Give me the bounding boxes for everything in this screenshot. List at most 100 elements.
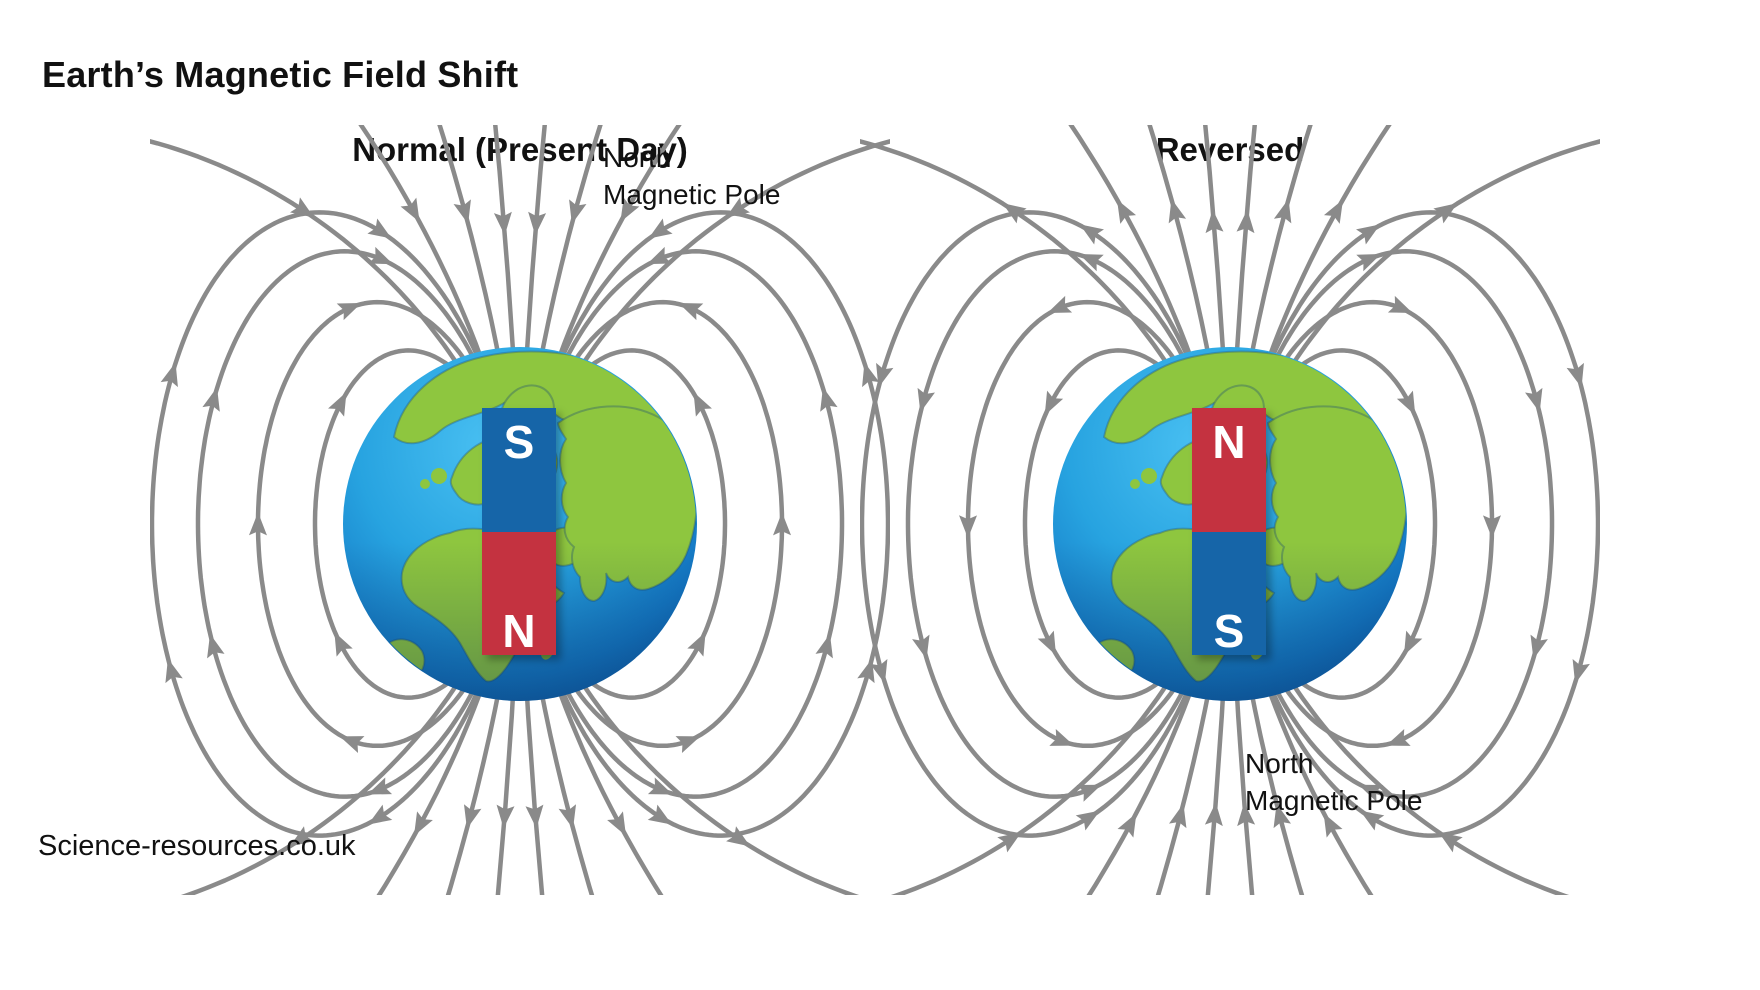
field-arrow	[1205, 209, 1224, 234]
field-arrow	[1356, 254, 1381, 272]
field-arrow	[336, 303, 362, 321]
field-arrow	[815, 633, 833, 659]
field-arrow	[558, 804, 577, 829]
field-arrow	[207, 633, 225, 659]
field-arrow	[1438, 832, 1463, 853]
pole-label-line1: North	[1245, 748, 1314, 779]
field-arrow	[160, 362, 178, 388]
field-arrow	[413, 811, 433, 836]
field-arrow	[1403, 630, 1423, 656]
field-arrow	[289, 826, 314, 847]
field-arrow	[1273, 803, 1292, 829]
field-arrow	[1323, 199, 1344, 224]
field-arrow	[870, 659, 888, 684]
magnet-top-pole-letter: S	[504, 416, 535, 468]
field-arrow	[400, 197, 420, 223]
field-arrow	[675, 736, 701, 753]
pole-label-line2: Magnetic Pole	[603, 179, 781, 210]
field-arrow	[862, 362, 880, 388]
north-magnetic-pole-label-reversed: North Magnetic Pole	[1245, 745, 1422, 819]
field-arrow	[620, 197, 640, 223]
field-arrow	[1433, 203, 1458, 224]
field-arrow	[1358, 784, 1384, 802]
field-arrow	[726, 826, 751, 847]
field-arrow	[1396, 390, 1416, 416]
field-arrow	[1387, 295, 1413, 313]
magnet-top-segment	[1192, 408, 1266, 532]
magnet-bottom-pole-letter: N	[502, 605, 535, 657]
field-arrow	[525, 804, 544, 829]
source-credit: Science-resources.co.uk	[38, 830, 356, 862]
field-arrow	[569, 199, 587, 224]
field-arrow	[857, 658, 875, 684]
field-arrow	[1079, 224, 1104, 245]
field-arrow	[912, 634, 930, 660]
field-arrow	[648, 218, 673, 239]
field-diagram-normal: SN	[150, 125, 890, 895]
field-arrow	[1572, 659, 1590, 684]
field-arrow	[1044, 390, 1064, 416]
field-arrow	[687, 631, 706, 657]
field-arrow	[876, 362, 894, 388]
bar-magnet: SN	[482, 408, 556, 657]
field-arrow	[339, 736, 365, 753]
page-title: Earth’s Magnetic Field Shift	[42, 54, 519, 96]
field-arrow	[463, 804, 482, 829]
field-arrow	[678, 303, 704, 321]
field-arrow	[334, 631, 353, 657]
field-arrow	[997, 832, 1022, 853]
north-magnetic-pole-label-normal: North Magnetic Pole	[603, 139, 780, 213]
field-arrow	[1525, 387, 1543, 413]
field-arrow	[820, 387, 838, 412]
field-arrow	[1566, 362, 1584, 388]
diagram-title-reversed: Reversed	[1155, 131, 1305, 169]
field-arrow	[1237, 802, 1256, 827]
field-arrow	[647, 804, 672, 825]
field-arrow	[367, 218, 392, 239]
field-arrow	[1385, 729, 1411, 746]
field-arrow	[1075, 810, 1100, 831]
field-arrow	[1117, 813, 1137, 838]
bar-magnet: NS	[1192, 408, 1266, 657]
field-arrow	[165, 658, 183, 684]
field-arrow	[1356, 224, 1381, 245]
field-arrow	[368, 246, 393, 265]
magnet-top-segment	[482, 408, 556, 532]
field-arrow	[959, 515, 978, 539]
field-arrow	[1168, 198, 1187, 224]
field-arrow	[1360, 810, 1385, 831]
field-arrow	[1079, 254, 1104, 272]
field-arrow	[1037, 630, 1057, 656]
field-arrow	[496, 804, 515, 829]
field-arrow	[1273, 198, 1292, 224]
field-arrow	[453, 199, 471, 224]
pole-label-line1: North	[603, 142, 672, 173]
field-arrow	[647, 246, 672, 265]
field-arrow	[493, 211, 512, 236]
field-arrow	[1482, 515, 1501, 539]
field-arrow	[647, 777, 673, 795]
field-arrow	[607, 811, 627, 836]
field-arrow	[725, 197, 751, 218]
field-arrow	[917, 387, 935, 413]
field-arrow	[1047, 295, 1073, 313]
field-arrow	[289, 197, 315, 218]
magnet-bottom-segment	[1192, 532, 1266, 655]
field-arrow	[1530, 634, 1548, 660]
field-arrow	[693, 392, 712, 417]
field-arrow	[773, 512, 792, 536]
diagram-title-normal: Normal (Present Day)	[352, 131, 688, 169]
field-diagram-reversed: NS	[860, 125, 1600, 895]
pole-label-line2: Magnetic Pole	[1245, 785, 1423, 816]
field-arrow	[368, 804, 393, 825]
field-arrow	[1323, 813, 1343, 838]
field-arrow	[1168, 803, 1187, 829]
field-arrow	[1049, 729, 1075, 746]
field-arrow	[528, 211, 547, 236]
field-arrow	[328, 392, 347, 417]
field-arrow	[1204, 802, 1223, 827]
field-arrow	[202, 387, 220, 412]
field-arrow	[1116, 199, 1137, 224]
field-arrow	[1076, 784, 1102, 802]
